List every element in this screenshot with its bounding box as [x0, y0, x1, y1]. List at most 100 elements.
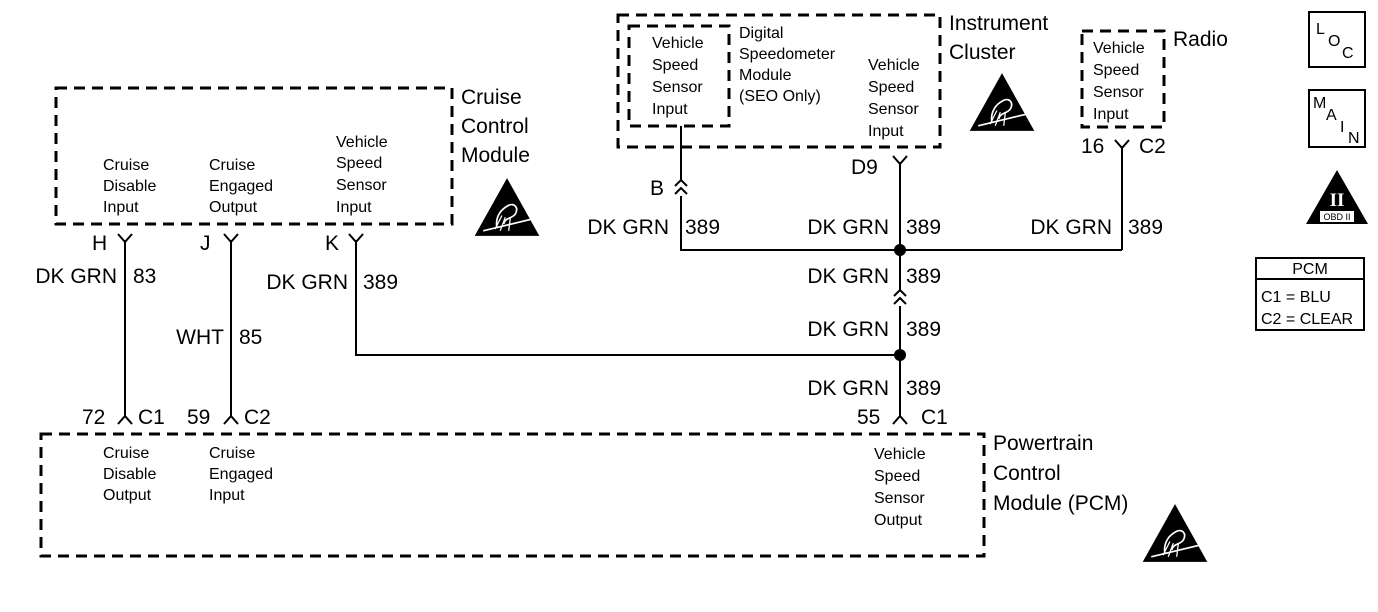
pin-label: Vehicle: [874, 446, 926, 463]
wire-circuit-label: 83: [133, 265, 156, 288]
pin-label: Input: [209, 487, 245, 504]
loc-letter: L: [1316, 21, 1325, 38]
pin-label: Engaged: [209, 178, 273, 195]
main-letter: I: [1340, 119, 1344, 136]
loc-letter: O: [1328, 33, 1340, 50]
wire-color-label: DK GRN: [807, 377, 889, 400]
wire-circuit-label: 389: [685, 216, 720, 239]
cluster-title-2: Cluster: [949, 41, 1016, 64]
connector-label: 59: [187, 406, 210, 429]
main-letter: M: [1313, 95, 1326, 112]
obd-roman: II: [1330, 190, 1345, 211]
wire-b: [680, 196, 1122, 251]
splice-top: [894, 244, 906, 256]
digital-speedo-vss-box: [627, 24, 731, 128]
wire-color-label: DK GRN: [807, 318, 889, 341]
pin-label: Sensor: [868, 101, 919, 118]
splice-bottom: [894, 349, 906, 361]
pcm-title-3: Module (PCM): [993, 492, 1128, 515]
main-icon: M A I N: [1308, 89, 1366, 148]
connector-pcm-55: [892, 414, 908, 425]
pin-label: Cruise: [103, 445, 149, 462]
connector-j: [223, 233, 239, 244]
wire-circuit-label: 389: [1128, 216, 1163, 239]
pin-label: Cruise: [209, 445, 255, 462]
connector-label: 72: [82, 406, 105, 429]
wire-circuit-label: 389: [363, 271, 398, 294]
esd-warning-icon: [968, 72, 1036, 132]
wire-circuit-label: 85: [239, 326, 262, 349]
pin-label: Sensor: [874, 490, 925, 507]
connector-label: C1: [921, 406, 948, 429]
radio-title: Radio: [1173, 28, 1228, 51]
pin-label: Input: [1093, 106, 1129, 123]
pin-label: Output: [103, 487, 152, 504]
module-label: Module: [739, 67, 792, 84]
pcm-connector-legend: PCM C1 = BLU C2 = CLEAR: [1255, 257, 1365, 331]
wire-color-label: DK GRN: [807, 216, 889, 239]
connector-inline-trunk: [893, 288, 907, 305]
connector-d9: [892, 155, 908, 166]
pin-label: Input: [868, 123, 904, 140]
pin-label: Output: [874, 512, 923, 529]
wire-color-label: DK GRN: [807, 265, 889, 288]
module-label: (SEO Only): [739, 88, 821, 105]
pin-label: Engaged: [209, 466, 273, 483]
main-letter: A: [1326, 107, 1337, 124]
pin-label: Input: [103, 199, 139, 216]
pin-label: Vehicle: [868, 57, 920, 74]
pin-label: Input: [652, 101, 688, 118]
pcm-title-1: Powertrain: [993, 432, 1093, 455]
pin-label: Disable: [103, 178, 156, 195]
connector-h: [117, 233, 133, 244]
cluster-title-1: Instrument: [949, 12, 1048, 35]
connector-label: J: [200, 232, 211, 255]
pin-label: Vehicle: [652, 35, 704, 52]
instrument-cluster-box: [616, 13, 942, 149]
pin-label: Cruise: [103, 157, 149, 174]
wire-circuit-label: 389: [906, 377, 941, 400]
pin-label: Output: [209, 199, 258, 216]
wire-color-label: DK GRN: [587, 216, 669, 239]
connector-label: C1: [138, 406, 165, 429]
cruise-title-2: Control: [461, 115, 529, 138]
module-label: Speedometer: [739, 46, 836, 63]
wire-circuit-label: 389: [906, 318, 941, 341]
pin-label: Sensor: [652, 79, 703, 96]
pcm-box: [39, 432, 986, 558]
connector-radio: [1114, 139, 1130, 150]
wire-color-label: DK GRN: [1030, 216, 1112, 239]
cruise-title-1: Cruise: [461, 86, 522, 109]
pin-label: Speed: [652, 57, 698, 74]
radio-box: [1080, 29, 1166, 129]
esd-warning-icon: [473, 177, 541, 237]
obd-label: OBD II: [1323, 212, 1350, 222]
wire-color-label: DK GRN: [266, 271, 348, 294]
pin-label: Sensor: [336, 177, 387, 194]
connector-label: B: [650, 177, 664, 200]
wire-circuit-label: 389: [906, 216, 941, 239]
legend-c2: C2 = CLEAR: [1261, 311, 1353, 328]
wire-k: [355, 240, 900, 356]
main-letter: N: [1348, 130, 1360, 147]
esd-warning-icon: [1141, 503, 1209, 563]
connector-label: K: [325, 232, 339, 255]
pin-label: Vehicle: [336, 134, 388, 151]
wire-color-label: WHT: [176, 326, 224, 349]
loc-icon: L O C: [1308, 11, 1366, 68]
cruise-control-module-box: [54, 86, 454, 226]
connector-label: D9: [851, 156, 878, 179]
module-label: Digital: [739, 25, 783, 42]
loc-letter: C: [1342, 45, 1354, 62]
pin-label: Input: [336, 199, 372, 216]
connector-pcm-72: [117, 414, 133, 425]
connector-k: [348, 233, 364, 244]
wire-circuit-label: 389: [906, 265, 941, 288]
connector-label: C2: [1139, 135, 1166, 158]
wire-color-label: DK GRN: [35, 265, 117, 288]
legend-title: PCM: [1292, 261, 1328, 278]
pin-label: Speed: [868, 79, 914, 96]
connector-label: C2: [244, 406, 271, 429]
pin-label: Cruise: [209, 157, 255, 174]
